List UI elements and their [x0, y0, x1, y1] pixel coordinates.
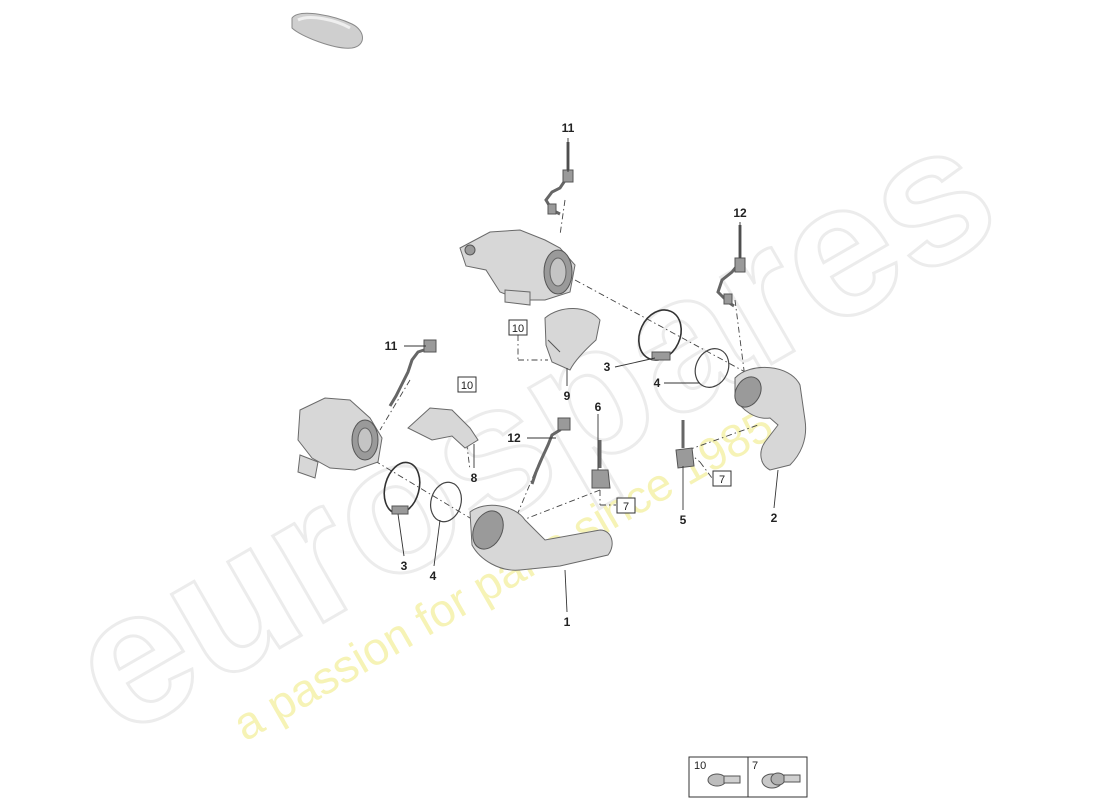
callout-11-upper: 11 [562, 121, 575, 135]
clamp-lower [383, 461, 421, 515]
clamp-upper [638, 309, 682, 361]
boxed-ref-10-upper: 10 [508, 319, 528, 336]
catalytic-converter-1 [469, 504, 613, 571]
boxed-ref-10-lower: 10 [457, 376, 477, 393]
turbocharger-upper [459, 229, 576, 306]
fastener-legend: 10 7 [688, 756, 808, 798]
oxygen-sensor-middle [530, 417, 571, 485]
temperature-sensor-5 [675, 420, 695, 469]
callout-4-upper: 4 [654, 376, 661, 390]
oxygen-sensor-upper [544, 142, 574, 216]
callout-2: 2 [771, 511, 778, 525]
logo-badge [291, 12, 363, 49]
legend-label-10: 10 [694, 760, 706, 772]
callout-11-lower: 11 [385, 339, 398, 353]
gasket-upper [694, 348, 730, 388]
callouts: 11 12 11 9 3 4 6 12 8 5 2 3 4 1 [385, 121, 778, 629]
svg-text:7: 7 [719, 474, 725, 486]
boxed-ref-7-left: 7 [616, 497, 636, 514]
leader-lines [397, 138, 779, 613]
callout-1: 1 [564, 615, 571, 629]
catalytic-converter-2 [734, 367, 807, 471]
boxed-ref-7-right: 7 [712, 470, 732, 487]
svg-text:10: 10 [461, 380, 473, 392]
svg-text:7: 7 [623, 501, 629, 513]
callout-4-lower: 4 [430, 569, 437, 583]
callout-12-right: 12 [733, 206, 747, 220]
watermark-brand: eurospares [35, 80, 1028, 776]
callout-9: 9 [564, 389, 571, 403]
callout-6: 6 [595, 400, 602, 414]
bolt-washer-icon [761, 772, 801, 789]
legend-label-7: 7 [752, 760, 758, 772]
bolt-icon [707, 773, 741, 787]
watermark: eurospares a passion for parts since 198… [33, 78, 1029, 777]
svg-text:10: 10 [512, 323, 524, 335]
temperature-sensor-6 [591, 440, 611, 489]
callout-12-middle: 12 [507, 431, 521, 445]
heat-shield-9 [544, 308, 601, 371]
gasket-lower [430, 481, 462, 523]
callout-3-lower: 3 [401, 559, 408, 573]
callout-5: 5 [680, 513, 687, 527]
boxed-refs: 10 10 7 7 [457, 319, 732, 514]
turbocharger-lower [297, 397, 383, 479]
bracket-8 [407, 407, 479, 449]
callout-8: 8 [471, 471, 478, 485]
callout-3-upper: 3 [604, 360, 611, 374]
